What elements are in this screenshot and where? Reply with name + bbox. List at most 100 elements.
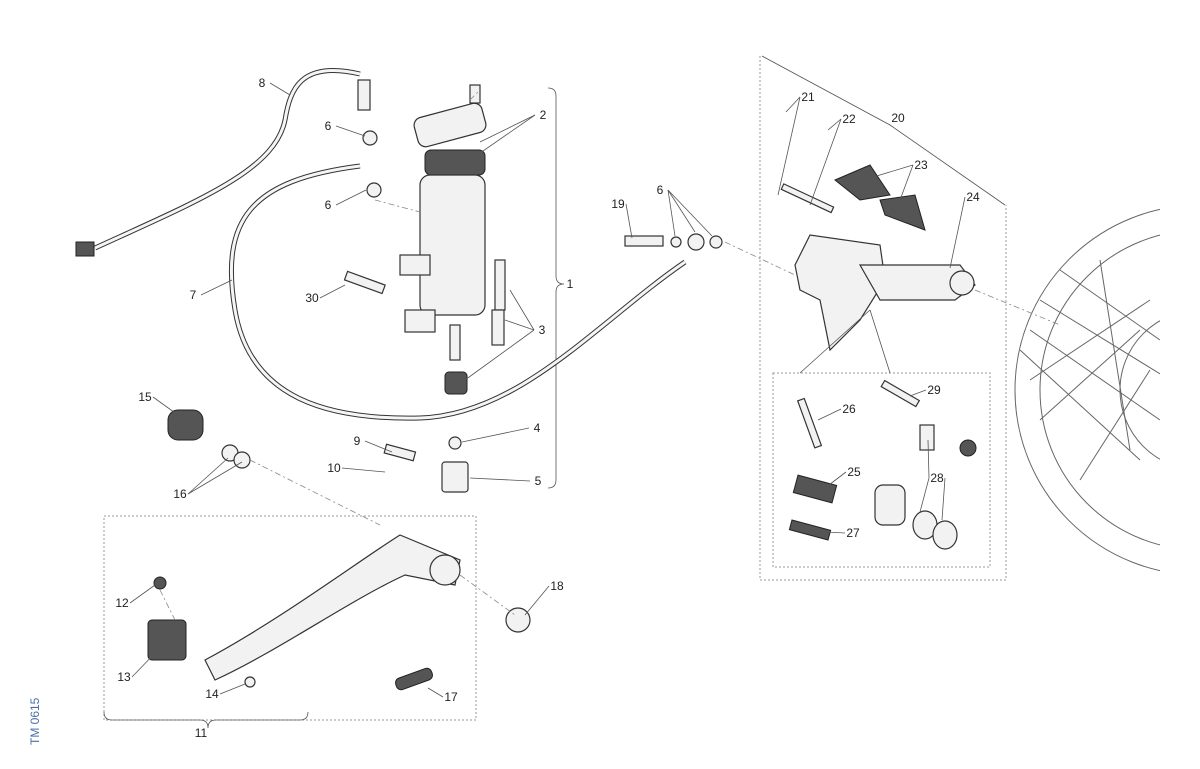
leader-line	[341, 467, 386, 473]
callout-9: 9	[354, 434, 361, 448]
leader-line	[469, 114, 536, 161]
connector	[75, 241, 95, 257]
leader-line	[827, 118, 842, 131]
callout-16: 16	[173, 487, 187, 501]
leader-line	[667, 189, 676, 237]
washer-4	[448, 436, 462, 450]
leader-line	[899, 164, 914, 201]
leader-line	[785, 96, 801, 113]
leader-line	[319, 284, 346, 299]
group-box-11	[103, 515, 477, 721]
leader-line	[809, 118, 842, 206]
callout-6: 6	[325, 119, 332, 133]
reservoir-cap	[413, 102, 487, 148]
leader-line	[524, 585, 550, 616]
master-cylinder-body	[419, 174, 486, 316]
leader-line	[817, 408, 842, 421]
callout-14: 14	[205, 687, 219, 701]
leader-line	[464, 329, 535, 381]
callout-28: 28	[930, 471, 944, 485]
brake-pad-23	[834, 164, 891, 201]
leader-line	[625, 203, 633, 239]
leader-line	[335, 189, 367, 206]
leader-line	[504, 319, 535, 331]
callout-17: 17	[444, 690, 458, 704]
leader-line	[824, 531, 846, 534]
hose-8	[93, 67, 361, 251]
washer-18	[505, 607, 531, 633]
leader-line	[824, 471, 847, 489]
leader-line	[364, 440, 393, 453]
callout-21: 21	[801, 90, 815, 104]
callout-7: 7	[190, 288, 197, 302]
callout-18: 18	[550, 579, 564, 593]
boot	[444, 371, 468, 395]
clevis-5	[441, 461, 469, 493]
leader-line	[479, 114, 536, 143]
leader-line	[509, 289, 535, 331]
brake-disc-and-sprocket	[1014, 204, 1200, 576]
callout-1: 1	[567, 277, 574, 291]
leader-line	[927, 439, 930, 479]
callout-13: 13	[117, 670, 131, 684]
leader-line	[667, 189, 713, 237]
bolt-19	[624, 235, 664, 247]
group-box-20	[759, 56, 1007, 581]
reservoir-seal	[424, 149, 486, 176]
leader-line	[269, 82, 291, 96]
spring-17	[395, 667, 433, 691]
spring-3	[494, 259, 506, 311]
callout-20: 20	[891, 111, 905, 125]
callout-19: 19	[611, 197, 625, 211]
bracket-1	[547, 87, 565, 489]
drawing-code: TM 0615	[28, 697, 42, 745]
callout-2: 2	[540, 108, 547, 122]
leader-line	[909, 389, 927, 397]
leader-line	[941, 477, 946, 521]
callout-4: 4	[534, 421, 541, 435]
callout-6: 6	[657, 183, 664, 197]
pivot-15	[167, 409, 204, 441]
detail-leader	[799, 309, 891, 374]
callout-6: 6	[325, 198, 332, 212]
leader-line	[949, 196, 966, 269]
leader-line	[667, 189, 696, 233]
leader-line	[427, 687, 444, 698]
leader-line	[919, 477, 930, 513]
callout-26: 26	[842, 402, 856, 416]
bolt-30	[343, 270, 386, 295]
callout-12: 12	[115, 596, 129, 610]
group-box-caliper-kit	[772, 372, 991, 568]
callout-27: 27	[846, 526, 860, 540]
leader-line	[869, 164, 914, 179]
caliper	[794, 234, 886, 352]
leader-line	[131, 649, 159, 678]
callout-10: 10	[327, 461, 341, 475]
leader-line	[777, 96, 801, 196]
pin-22	[780, 183, 835, 214]
callout-30: 30	[305, 291, 319, 305]
callout-15: 15	[138, 390, 152, 404]
callout-29: 29	[927, 383, 941, 397]
leader-line	[335, 125, 366, 137]
callout-25: 25	[847, 465, 861, 479]
bracket-11	[103, 711, 309, 729]
leader-line	[187, 461, 243, 495]
callout-5: 5	[535, 474, 542, 488]
leader-line	[129, 584, 156, 604]
bracket-20	[761, 55, 1006, 206]
callout-11: 11	[195, 726, 208, 740]
leader-line	[200, 279, 233, 296]
leader-line	[187, 457, 229, 495]
leader-line	[461, 427, 530, 443]
callout-22: 22	[842, 112, 856, 126]
leader-line	[152, 396, 179, 416]
callout-8: 8	[259, 76, 266, 90]
brake-pedal	[204, 534, 461, 681]
leader-line	[219, 683, 246, 695]
leader-line	[469, 477, 531, 482]
callout-3: 3	[539, 323, 546, 337]
callout-24: 24	[966, 190, 980, 204]
